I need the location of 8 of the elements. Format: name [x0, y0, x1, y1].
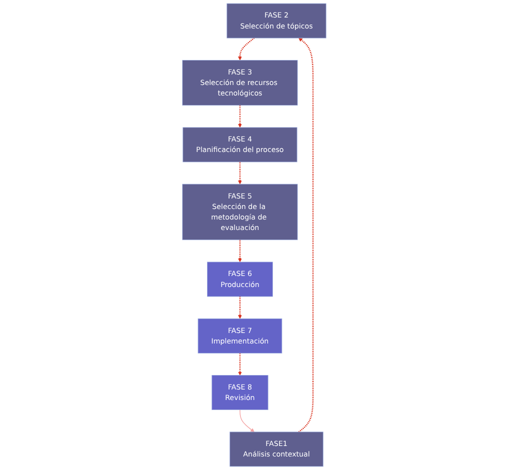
arrow: [238, 240, 242, 262]
arrow: [238, 296, 242, 319]
arrow: [298, 38, 314, 432]
arrow: [238, 353, 242, 376]
arrow: [239, 409, 254, 432]
arrow: [238, 38, 254, 60]
arrow: [238, 105, 242, 128]
arrow: [238, 162, 242, 184]
